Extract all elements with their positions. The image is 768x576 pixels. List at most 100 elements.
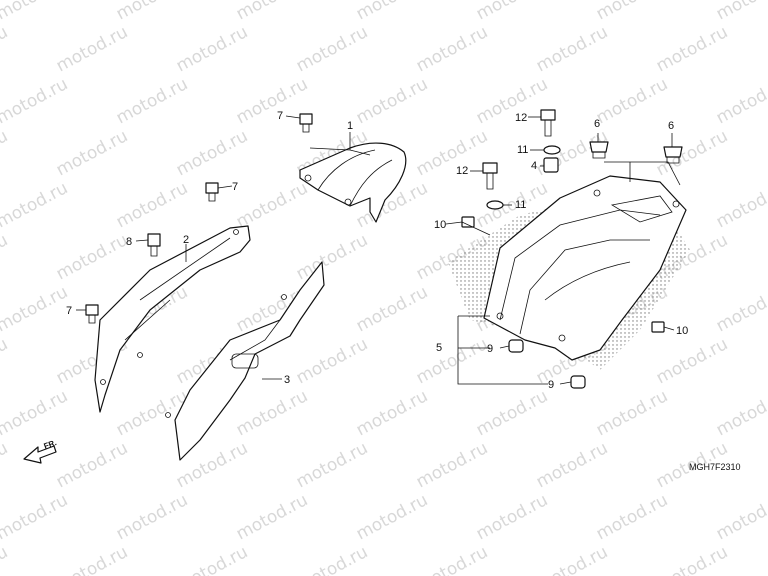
callout-number: 12 xyxy=(456,165,468,177)
watermark-text: motod.ru xyxy=(413,542,491,576)
callout-number: 1 xyxy=(347,120,353,132)
watermark-text: motod.ru xyxy=(713,74,768,128)
callout-number: 10 xyxy=(676,325,688,337)
watermark-text: motod.ru xyxy=(533,542,611,576)
watermark-text: motod.ru xyxy=(713,178,768,232)
callout-number: 4 xyxy=(531,160,537,172)
watermark-text: motod.ru xyxy=(113,178,191,232)
watermark-text: motod.ru xyxy=(233,0,311,24)
watermark-text: motod.ru xyxy=(0,490,71,544)
watermark-text: motod.ru xyxy=(53,438,131,492)
watermark-text: motod.ru xyxy=(593,74,671,128)
bolt-7-mid xyxy=(205,182,219,202)
watermark-text: motod.ru xyxy=(173,22,251,76)
watermark-text: motod.ru xyxy=(593,386,671,440)
watermark-text: motod.ru xyxy=(353,490,431,544)
watermark-text: motod.ru xyxy=(593,490,671,544)
watermark-text: motod.ru xyxy=(533,438,611,492)
watermark-text: motod.ru xyxy=(293,22,371,76)
watermark-text: motod.ru xyxy=(233,386,311,440)
watermark-text: motod.ru xyxy=(173,126,251,180)
callout-number: 8 xyxy=(126,236,132,248)
watermark-text: motod.ru xyxy=(653,542,731,576)
watermark-text: motod.ru xyxy=(293,230,371,284)
watermark-text: motod.ru xyxy=(113,0,191,24)
cap-6-right xyxy=(663,146,683,164)
bolt-7-left xyxy=(85,304,99,324)
grab-rail-assembly xyxy=(448,175,690,370)
watermark-text: motod.ru xyxy=(713,0,768,24)
watermark-text: motod.ru xyxy=(233,178,311,232)
callout-number: 6 xyxy=(668,120,674,132)
watermark-text: motod.ru xyxy=(0,74,71,128)
nut-10-right xyxy=(651,321,665,333)
watermark-text: motod.ru xyxy=(53,22,131,76)
callout-number: 5 xyxy=(436,342,442,354)
left-rear-side-cover xyxy=(94,225,251,413)
grommet-9-lower xyxy=(570,375,586,389)
watermark-text: motod.ru xyxy=(0,126,11,180)
drawing-code: MGH7F2310 xyxy=(689,462,741,472)
watermark-text: motod.ru xyxy=(233,490,311,544)
watermark-text: motod.ru xyxy=(0,0,71,24)
watermark-text: motod.ru xyxy=(293,438,371,492)
callout-number: 10 xyxy=(434,219,446,231)
watermark-text: motod.ru xyxy=(0,230,11,284)
clip-8 xyxy=(147,233,161,257)
callout-number: 12 xyxy=(515,112,527,124)
callout-number: 6 xyxy=(594,118,600,130)
callout-number: 7 xyxy=(66,305,72,317)
washer-11-mid xyxy=(486,200,504,210)
watermark-text: motod.ru xyxy=(473,74,551,128)
cap-6-left xyxy=(589,141,609,159)
watermark-text: motod.ru xyxy=(353,282,431,336)
watermark-text: motod.ru xyxy=(533,22,611,76)
watermark-text: motod.ru xyxy=(0,386,71,440)
watermark-text: motod.ru xyxy=(113,490,191,544)
callout-number: 11 xyxy=(517,144,528,156)
callout-number: 7 xyxy=(232,181,238,193)
watermark-text: motod.ru xyxy=(473,490,551,544)
fasteners xyxy=(85,109,683,389)
watermark-text: motod.ru xyxy=(0,22,11,76)
watermark-text: motod.ru xyxy=(593,0,671,24)
rear-seat-cowl xyxy=(299,142,407,223)
watermark-text: motod.ru xyxy=(713,282,768,336)
grommet-9-upper xyxy=(508,339,524,353)
watermark-text: motod.ru xyxy=(413,334,491,388)
watermark-text: motod.ru xyxy=(0,282,71,336)
callout-number: 3 xyxy=(284,374,290,386)
watermark-text: motod.ru xyxy=(0,542,11,576)
watermark-text: motod.ru xyxy=(653,334,731,388)
bolt-7-top xyxy=(299,113,313,133)
watermark-text: motod.ru xyxy=(293,542,371,576)
watermark-text: motod.ru xyxy=(353,0,431,24)
watermark-text: motod.ru xyxy=(413,438,491,492)
watermark-text: motod.ru xyxy=(473,0,551,24)
right-rear-side-cover xyxy=(165,261,325,461)
watermark-text: motod.ru xyxy=(0,178,71,232)
watermark-text: motod.ru xyxy=(0,334,11,388)
watermark-text: motod.ru xyxy=(713,386,768,440)
callout-number: 9 xyxy=(548,379,554,391)
nut-10-left xyxy=(461,216,475,228)
callout-number: 2 xyxy=(183,234,189,246)
watermark-text: motod.ru xyxy=(473,386,551,440)
bolt-12-top xyxy=(540,109,556,137)
watermark-text: motod.ru xyxy=(173,542,251,576)
watermark-text: motod.ru xyxy=(293,334,371,388)
leader-lines xyxy=(76,115,681,385)
watermark-text: motod.ru xyxy=(113,74,191,128)
watermark-text: motod.ru xyxy=(653,22,731,76)
callout-number: 9 xyxy=(487,343,493,355)
front-direction-arrow xyxy=(23,445,57,464)
watermark-text: motod.ru xyxy=(53,126,131,180)
watermark-text: motod.ru xyxy=(353,74,431,128)
watermark-text: motod.ru xyxy=(0,438,11,492)
watermark-text: motod.ru xyxy=(353,386,431,440)
watermark-text: motod.ru xyxy=(713,490,768,544)
callout-number: 7 xyxy=(277,110,283,122)
